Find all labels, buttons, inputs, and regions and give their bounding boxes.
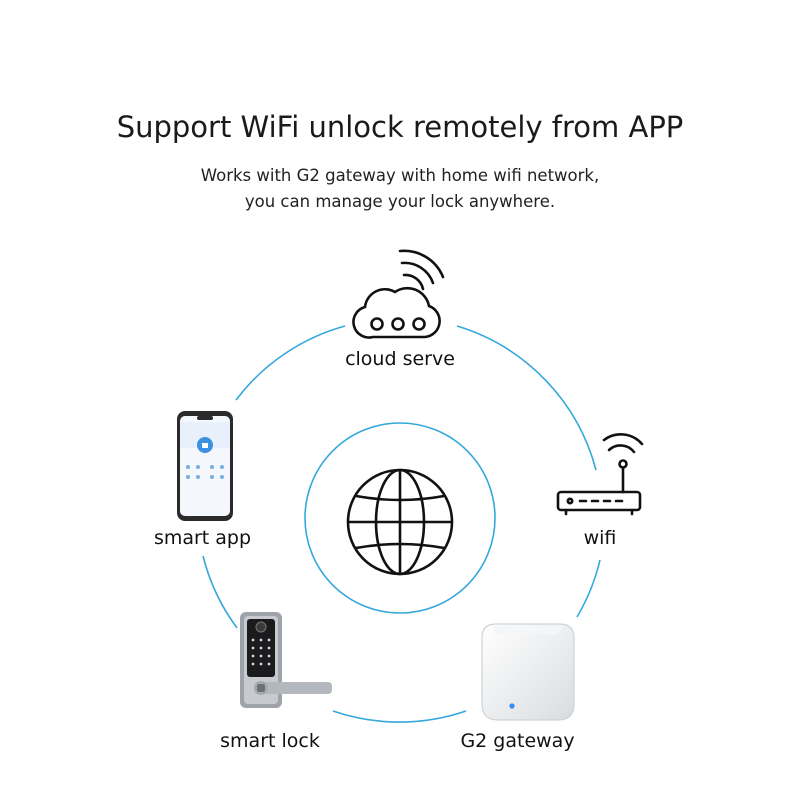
lock-label: smart lock: [220, 730, 320, 752]
outer-ring-arc-right: [576, 559, 601, 618]
outer-ring-arc-top-right: [456, 325, 597, 471]
smart-lock-icon: [240, 612, 332, 708]
gateway-icon: [481, 623, 575, 721]
outer-ring-arc-bottom: [332, 710, 467, 723]
outer-ring-arc-top-left: [235, 325, 346, 401]
subtitle-line-2: you can manage your lock anywhere.: [244, 192, 556, 211]
cloud-label: cloud serve: [345, 348, 455, 370]
app-label: smart app: [153, 527, 252, 549]
inner-ring: [304, 422, 496, 614]
globe-icon: [346, 468, 454, 576]
page-title: Support WiFi unlock remotely from APP: [116, 110, 684, 144]
subtitle-line-1: Works with G2 gateway with home wifi net…: [200, 166, 600, 185]
gateway-label: G2 gateway: [460, 730, 575, 752]
page-subtitle: Works with G2 gateway with home wifi net…: [0, 163, 800, 215]
outer-ring-arc-left-bottom: [202, 555, 238, 629]
wifi-router-icon: [556, 433, 644, 516]
cloud-icon: [352, 249, 445, 339]
wifi-label: wifi: [583, 527, 617, 549]
smartphone-icon: [177, 411, 233, 521]
